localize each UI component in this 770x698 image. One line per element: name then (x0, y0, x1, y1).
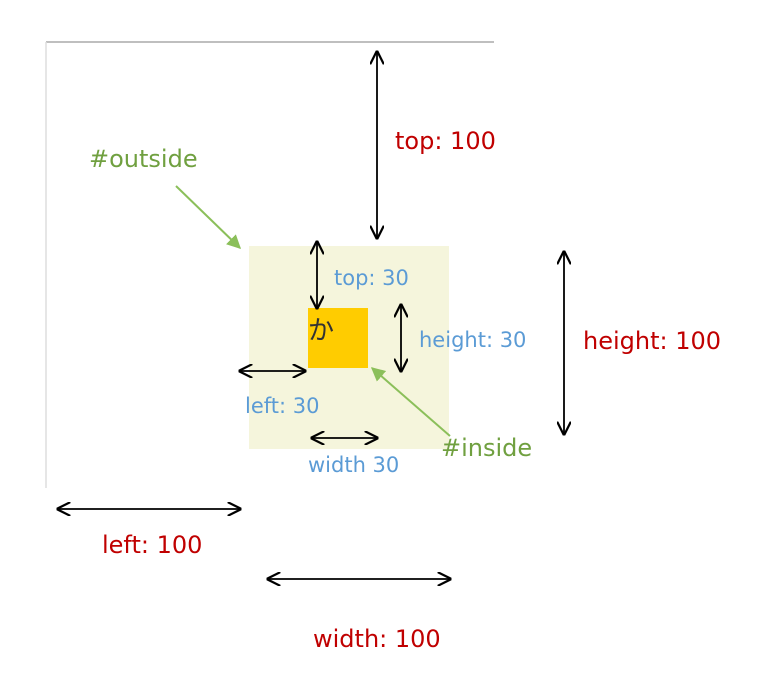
inner-left-label: left: 30 (245, 394, 319, 418)
outside-id-label: #outside (89, 145, 198, 173)
outer-left-label: left: 100 (102, 531, 202, 559)
outer-width-label: width: 100 (313, 625, 441, 653)
outer-height-label: height: 100 (583, 327, 721, 355)
inside-pointer-arrow (370, 367, 451, 437)
inside-box (308, 308, 368, 368)
inner-height-label: height: 30 (419, 328, 526, 352)
inner-top-label: top: 30 (334, 266, 409, 290)
inside-glyph: か (308, 316, 334, 346)
outside-pointer-arrow (175, 185, 242, 249)
outer-top-label: top: 100 (395, 127, 496, 155)
inside-id-label: #inside (441, 434, 532, 462)
inner-width-label: width 30 (308, 453, 399, 477)
